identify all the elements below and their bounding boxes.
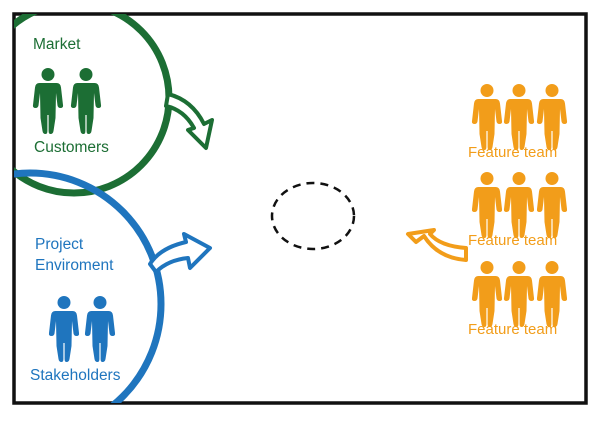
feature-team-2: Feature team: [468, 172, 568, 249]
feature-team-1: Feature team: [468, 84, 568, 161]
feature-team-label: Feature team: [468, 144, 557, 161]
stakeholders-label: Stakeholders: [30, 367, 121, 384]
project-title-line2: Enviroment: [35, 257, 114, 274]
project-title-line1: Project: [35, 236, 84, 253]
feature-team-label: Feature team: [468, 321, 557, 338]
market-title: Market: [33, 36, 81, 53]
feature-team-label: Feature team: [468, 232, 557, 249]
team-arrow-icon: [406, 228, 468, 262]
feature-team-3: Feature team: [468, 261, 568, 338]
project-circle: [14, 169, 165, 403]
project-arrow-icon: [148, 232, 212, 274]
market-arrow-icon: [164, 92, 214, 150]
center-dashed-ellipse: [270, 181, 356, 251]
customers-label: Customers: [34, 139, 109, 156]
